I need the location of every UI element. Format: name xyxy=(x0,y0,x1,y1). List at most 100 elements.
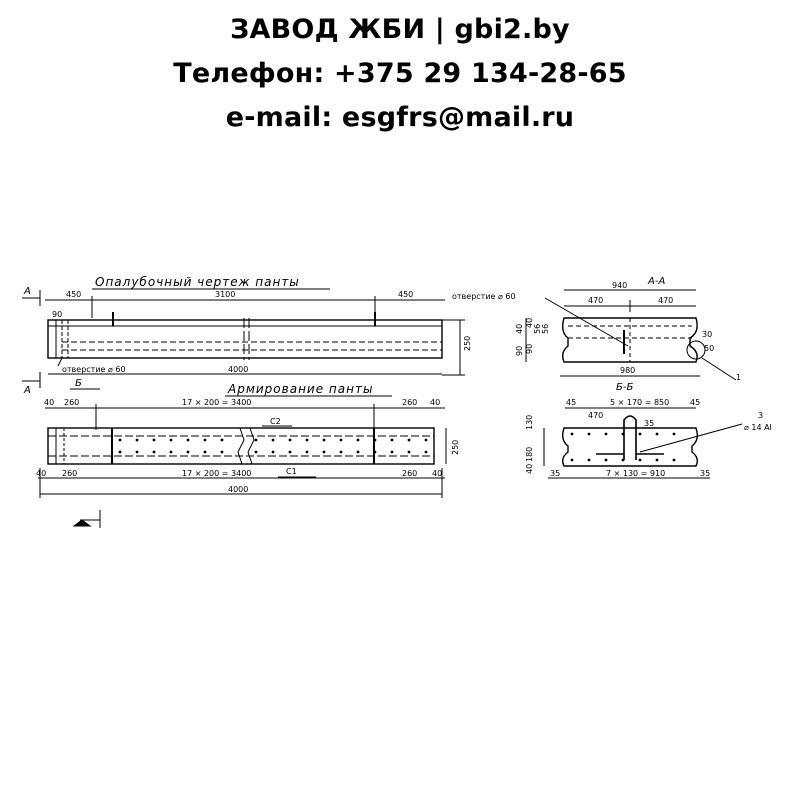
reinforcement-break-mark-2 xyxy=(247,427,255,465)
section-aa-dim-v2: 90 xyxy=(515,346,524,356)
rebar-dot xyxy=(339,438,343,442)
rebar-dot xyxy=(672,432,676,436)
section-aa-detail-circle xyxy=(686,340,706,360)
rebar-dot xyxy=(604,458,608,462)
rebar-dot xyxy=(407,438,411,442)
section-bb-dim-top-l: 45 xyxy=(566,398,576,407)
rebar-dot xyxy=(135,450,139,454)
formwork-dim-height: 250 xyxy=(463,336,472,351)
reinforcement-dim-bot-l1: 40 xyxy=(36,469,46,478)
rebar-dot xyxy=(638,458,642,462)
rebar-dot xyxy=(152,438,156,442)
reinforcement-dim-bot-mid: 17 × 200 = 3400 xyxy=(182,469,251,478)
section-arrow-b xyxy=(72,519,92,527)
rebar-dot xyxy=(305,450,309,454)
section-bb-dim-bot-mid: 7 × 130 = 910 xyxy=(606,469,665,478)
header-line-company[interactable]: ЗАВОД ЖБИ | gbi2.by xyxy=(230,14,570,45)
rebar-dot xyxy=(621,432,625,436)
rebar-dot xyxy=(203,450,207,454)
section-aa-title: А-А xyxy=(647,276,665,287)
section-aa-dim-r2: 50 xyxy=(704,344,714,353)
formwork-dim-left: 450 xyxy=(66,290,81,299)
rebar-dot xyxy=(305,438,309,442)
rebar-dot xyxy=(604,432,608,436)
formwork-break-mark xyxy=(243,318,250,360)
reinforcement-mark-c1: С1 xyxy=(286,467,297,476)
rebar-dot xyxy=(570,432,574,436)
rebar-dot xyxy=(339,450,343,454)
rebar-dot xyxy=(390,450,394,454)
section-bb-dim-inner: 35 xyxy=(644,419,654,428)
formwork-dim-mid: 3100 xyxy=(215,290,235,299)
rebar-dot xyxy=(587,458,591,462)
section-aa-outline xyxy=(561,317,698,363)
section-aa-dim-v1: 40 xyxy=(515,324,524,334)
section-mark-b-top: Б xyxy=(75,378,82,389)
section-aa-dim-half-r: 470 xyxy=(658,296,673,305)
header-line-phone[interactable]: Телефон: +375 29 134-28-65 xyxy=(173,58,627,89)
section-aa-hole-leader xyxy=(544,297,629,347)
section-bb-callout-num: 3 xyxy=(758,411,763,420)
formwork-beam-outline xyxy=(47,319,443,359)
reinforcement-view: Армирование панты 40 260 17 × 200 = 3400… xyxy=(44,382,445,465)
rebar-dot xyxy=(373,438,377,442)
section-bb-stirrup xyxy=(623,415,637,460)
reinforcement-dim-length: 4000 xyxy=(228,485,248,494)
section-aa: А-А 940 470 470 отверстие ⌀ 60 40 90 40 … xyxy=(452,276,741,382)
section-aa-hole-note: отверстие ⌀ 60 xyxy=(452,292,516,301)
section-aa-callout-leader xyxy=(701,357,737,381)
rebar-dot xyxy=(570,458,574,462)
rebar-dot xyxy=(254,450,258,454)
rebar-dot xyxy=(254,438,258,442)
section-aa-dim-half-l: 470 xyxy=(588,296,603,305)
rebar-dot xyxy=(288,438,292,442)
section-aa-dim-v6: 56 xyxy=(541,324,550,334)
rebar-dot xyxy=(271,438,275,442)
section-bb-dim-top-mid: 5 × 170 = 850 xyxy=(610,398,669,407)
reinforcement-break-mark xyxy=(237,427,245,465)
section-bb-dim-bot-r: 35 xyxy=(700,469,710,478)
reinforcement-dim-height: 250 xyxy=(451,440,460,455)
section-bb-callout-note: ⌀ 14 АI xyxy=(744,423,772,432)
reinforcement-dim-bot-r1: 40 xyxy=(432,469,442,478)
rebar-dot xyxy=(169,438,173,442)
rebar-dot xyxy=(621,458,625,462)
rebar-dot xyxy=(271,450,275,454)
rebar-dot xyxy=(186,438,190,442)
formwork-title: Опалубочный чертеж панты xyxy=(95,275,300,289)
reinforcement-dim-top-l1: 40 xyxy=(44,398,54,407)
reinforcement-dims-lower: 250 40 260 17 × 200 = 3400 С1 260 40 400… xyxy=(36,428,460,528)
section-aa-dim-r1: 30 xyxy=(702,330,712,339)
section-aa-dim-v5: 56 xyxy=(533,324,542,334)
reinforcement-dim-bot-r2: 260 xyxy=(402,469,417,478)
rebar-dot xyxy=(407,450,411,454)
section-bb-title: Б-Б xyxy=(616,382,633,393)
rebar-dot xyxy=(118,438,122,442)
rebar-dot xyxy=(135,438,139,442)
rebar-dot xyxy=(672,458,676,462)
section-bb-dim-v2: 180 xyxy=(525,447,534,462)
rebar-dot xyxy=(424,438,428,442)
reinforcement-beam-outline xyxy=(47,427,435,465)
rebar-dot xyxy=(356,438,360,442)
header-line-email[interactable]: e-mail: esgfrs@mail.ru xyxy=(225,102,575,133)
rebar-dot xyxy=(220,450,224,454)
rebar-dot xyxy=(587,432,591,436)
section-bb-callout-leader xyxy=(639,423,743,453)
section-mark-a-top: А xyxy=(23,286,31,297)
section-bb: Б-Б 45 5 × 170 = 850 45 470 35 3 ⌀ 14 АI… xyxy=(525,382,772,479)
reinforcement-dots xyxy=(118,438,428,454)
reinforcement-title: Армирование панты xyxy=(227,382,373,396)
header: ЗАВОД ЖБИ | gbi2.by Телефон: +375 29 134… xyxy=(0,8,800,140)
section-mark-a-bottom: А xyxy=(23,385,31,396)
reinforcement-dim-top-mid: 17 × 200 = 3400 xyxy=(182,398,251,407)
rebar-dot xyxy=(655,458,659,462)
reinforcement-dim-bot-l2: 260 xyxy=(62,469,77,478)
section-bb-dim-v1: 130 xyxy=(525,415,534,430)
section-aa-dim-total: 940 xyxy=(612,281,627,290)
formwork-dim-edge: 90 xyxy=(52,310,62,319)
rebar-dot xyxy=(373,450,377,454)
rebar-dot xyxy=(356,450,360,454)
reinforcement-dim-top-r1: 40 xyxy=(430,398,440,407)
section-aa-callout: 1 xyxy=(736,373,741,382)
